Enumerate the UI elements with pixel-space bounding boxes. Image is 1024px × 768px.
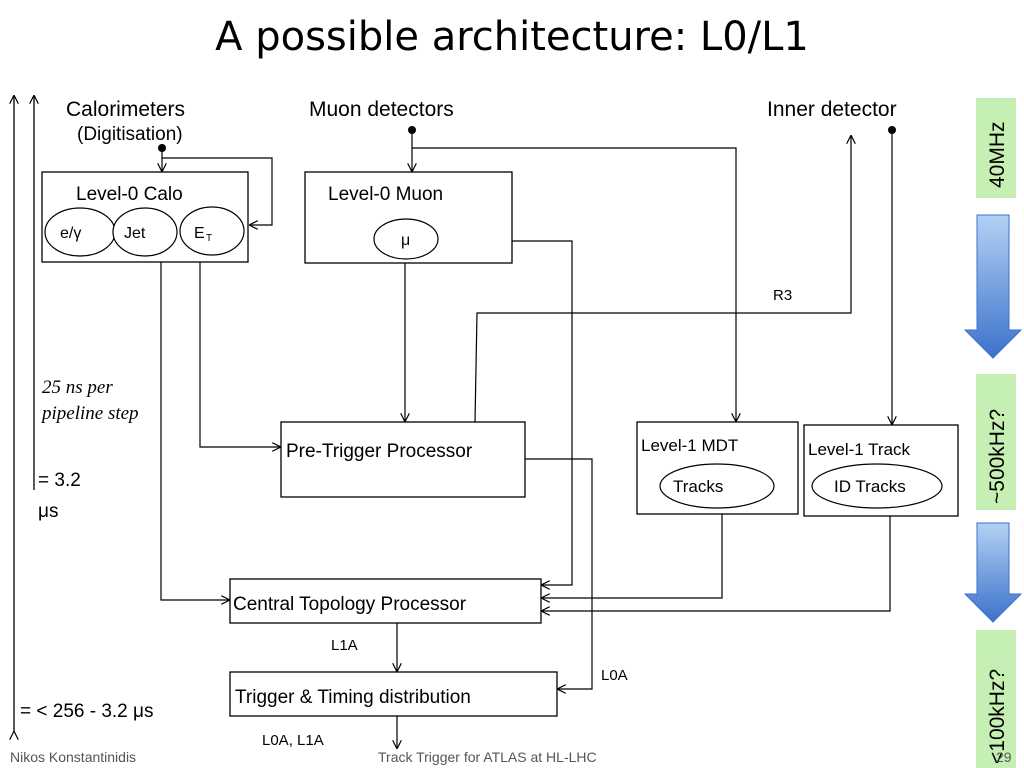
rate-40mhz-box: [976, 98, 1016, 198]
pipeline-note-line2: pipeline step: [40, 403, 139, 424]
rate-down-arrow-2: [963, 522, 1023, 623]
level0-muon-box: [304, 171, 513, 264]
jet-ellipse: [112, 207, 178, 257]
ttc-box: [229, 671, 558, 717]
muon-detectors-label: Muon detectors: [309, 98, 454, 121]
footer-page-number: 29: [996, 749, 1012, 765]
mdt-tracks-label: Tracks: [673, 477, 723, 496]
mu-ellipse: [373, 218, 439, 260]
page-title: A possible architecture: L0/L1: [215, 14, 809, 60]
rate-500khz-box: [976, 374, 1016, 510]
footer-author: Nikos Konstantinidis: [10, 749, 136, 765]
r3-label: R3: [773, 287, 792, 304]
mdt-tracks-ellipse: [659, 463, 775, 509]
level0-muon-label: Level-0 Muon: [328, 184, 443, 205]
pipeline-note-line1: 25 ns per: [42, 377, 113, 398]
l0a-l1a-label: L0A, L1A: [262, 732, 324, 749]
l1a-label: L1A: [331, 637, 358, 654]
l0-latency-line2: μs: [38, 501, 58, 522]
calorimeters-label: Calorimeters: [66, 98, 185, 121]
inner-detector-label: Inner detector: [767, 98, 897, 121]
rate-40mhz-label: 40MHz: [986, 121, 1009, 188]
id-tracks-label: ID Tracks: [834, 477, 906, 496]
rate-500khz-label: ~500kHz?: [986, 409, 1009, 504]
l1-latency-label: = < 256 - 3.2 μs: [20, 701, 153, 722]
rate-100khz-label: <100kHz?: [986, 669, 1009, 764]
footer-talk: Track Trigger for ATLAS at HL-LHC: [378, 749, 597, 765]
rate-down-arrow-1: [963, 214, 1023, 359]
ctp-box: [229, 578, 542, 624]
level1-track-label: Level-1 Track: [808, 440, 911, 459]
level0-calo-label: Level-0 Calo: [76, 184, 183, 205]
ttc-label: Trigger & Timing distribution: [235, 687, 471, 708]
level1-mdt-label: Level-1 MDT: [641, 436, 738, 455]
digitisation-label: (Digitisation): [77, 124, 183, 145]
pretrigger-label: Pre-Trigger Processor: [286, 441, 473, 462]
pretrigger-box: [280, 421, 526, 498]
et-subscript: T: [206, 233, 212, 244]
mu-label: μ: [401, 232, 410, 249]
et-label: E: [194, 225, 205, 242]
jet-label: Jet: [124, 225, 146, 242]
egamma-label: e/γ: [60, 225, 81, 242]
ctp-label: Central Topology Processor: [233, 594, 467, 615]
l0a-label: L0A: [601, 667, 628, 684]
connection-lines: [161, 130, 892, 748]
l0-latency-line1: = 3.2: [38, 470, 81, 491]
et-ellipse: [179, 206, 245, 256]
rate-100khz-box: [976, 630, 1016, 768]
id-tracks-ellipse: [811, 463, 943, 509]
